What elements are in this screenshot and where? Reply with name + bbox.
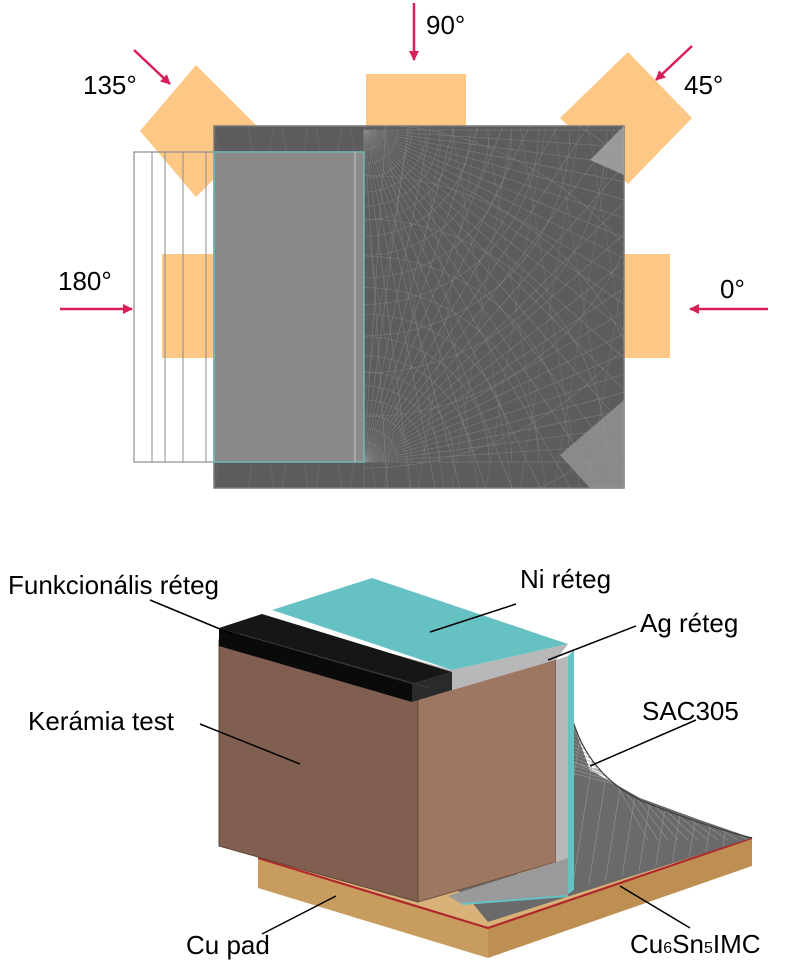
ceramic-side bbox=[417, 659, 557, 903]
leader-ag bbox=[547, 625, 637, 661]
leader-sac bbox=[589, 719, 697, 767]
angle-label-0: 0° bbox=[720, 274, 745, 304]
ni-layer-top bbox=[272, 578, 568, 670]
solder-fillet bbox=[567, 699, 753, 839]
angle-label-135: 135° bbox=[83, 70, 137, 100]
label-ceramic-body: Kerámia test bbox=[28, 706, 175, 736]
solder-mesh-iso bbox=[420, 710, 752, 922]
pad-45 bbox=[560, 52, 692, 184]
mesh-highlight-bottom bbox=[560, 400, 624, 488]
leader-ceramic bbox=[199, 723, 301, 765]
mesh-highlight-top bbox=[590, 126, 624, 175]
angle-label-180: 180° bbox=[58, 266, 112, 296]
ag-layer-side bbox=[556, 656, 568, 862]
pad-90 bbox=[366, 74, 466, 130]
iso-view: Funkcionális réteg Ni réteg Ag réteg Ker… bbox=[8, 564, 761, 960]
component-body-top bbox=[213, 151, 365, 463]
pad-135 bbox=[140, 65, 262, 197]
label-ni-layer: Ni réteg bbox=[520, 564, 611, 594]
leader-cu-pad bbox=[261, 895, 337, 935]
leader-functional bbox=[149, 599, 233, 635]
functional-layer-top bbox=[219, 614, 452, 684]
pad-0 bbox=[620, 254, 670, 358]
label-sac305: SAC305 bbox=[642, 696, 739, 726]
arrow-45 bbox=[655, 45, 693, 81]
top-view: 90° 135° 45° 180° 0° bbox=[58, 3, 768, 489]
terminal-bottom bbox=[448, 858, 568, 904]
leader-imc bbox=[619, 885, 691, 929]
angle-label-45: 45° bbox=[684, 70, 723, 100]
angle-label-90: 90° bbox=[426, 10, 465, 40]
mesh-lines bbox=[214, 126, 624, 488]
label-ag-layer: Ag réteg bbox=[640, 608, 738, 638]
ni-layer-side bbox=[568, 650, 574, 894]
label-functional-layer: Funkcionális réteg bbox=[8, 570, 219, 600]
functional-layer-side bbox=[412, 672, 452, 702]
functional-layer-front bbox=[219, 628, 412, 702]
arrow-135 bbox=[133, 49, 171, 85]
leader-ni bbox=[429, 603, 517, 633]
label-imc: Cu6Sn5IMC bbox=[630, 929, 761, 959]
imc-layer bbox=[257, 836, 753, 930]
cu-pad-side-right bbox=[488, 838, 752, 958]
cu-pad-side-front bbox=[258, 858, 488, 958]
label-cu-pad: Cu pad bbox=[186, 930, 270, 960]
pad-180 bbox=[162, 254, 218, 358]
